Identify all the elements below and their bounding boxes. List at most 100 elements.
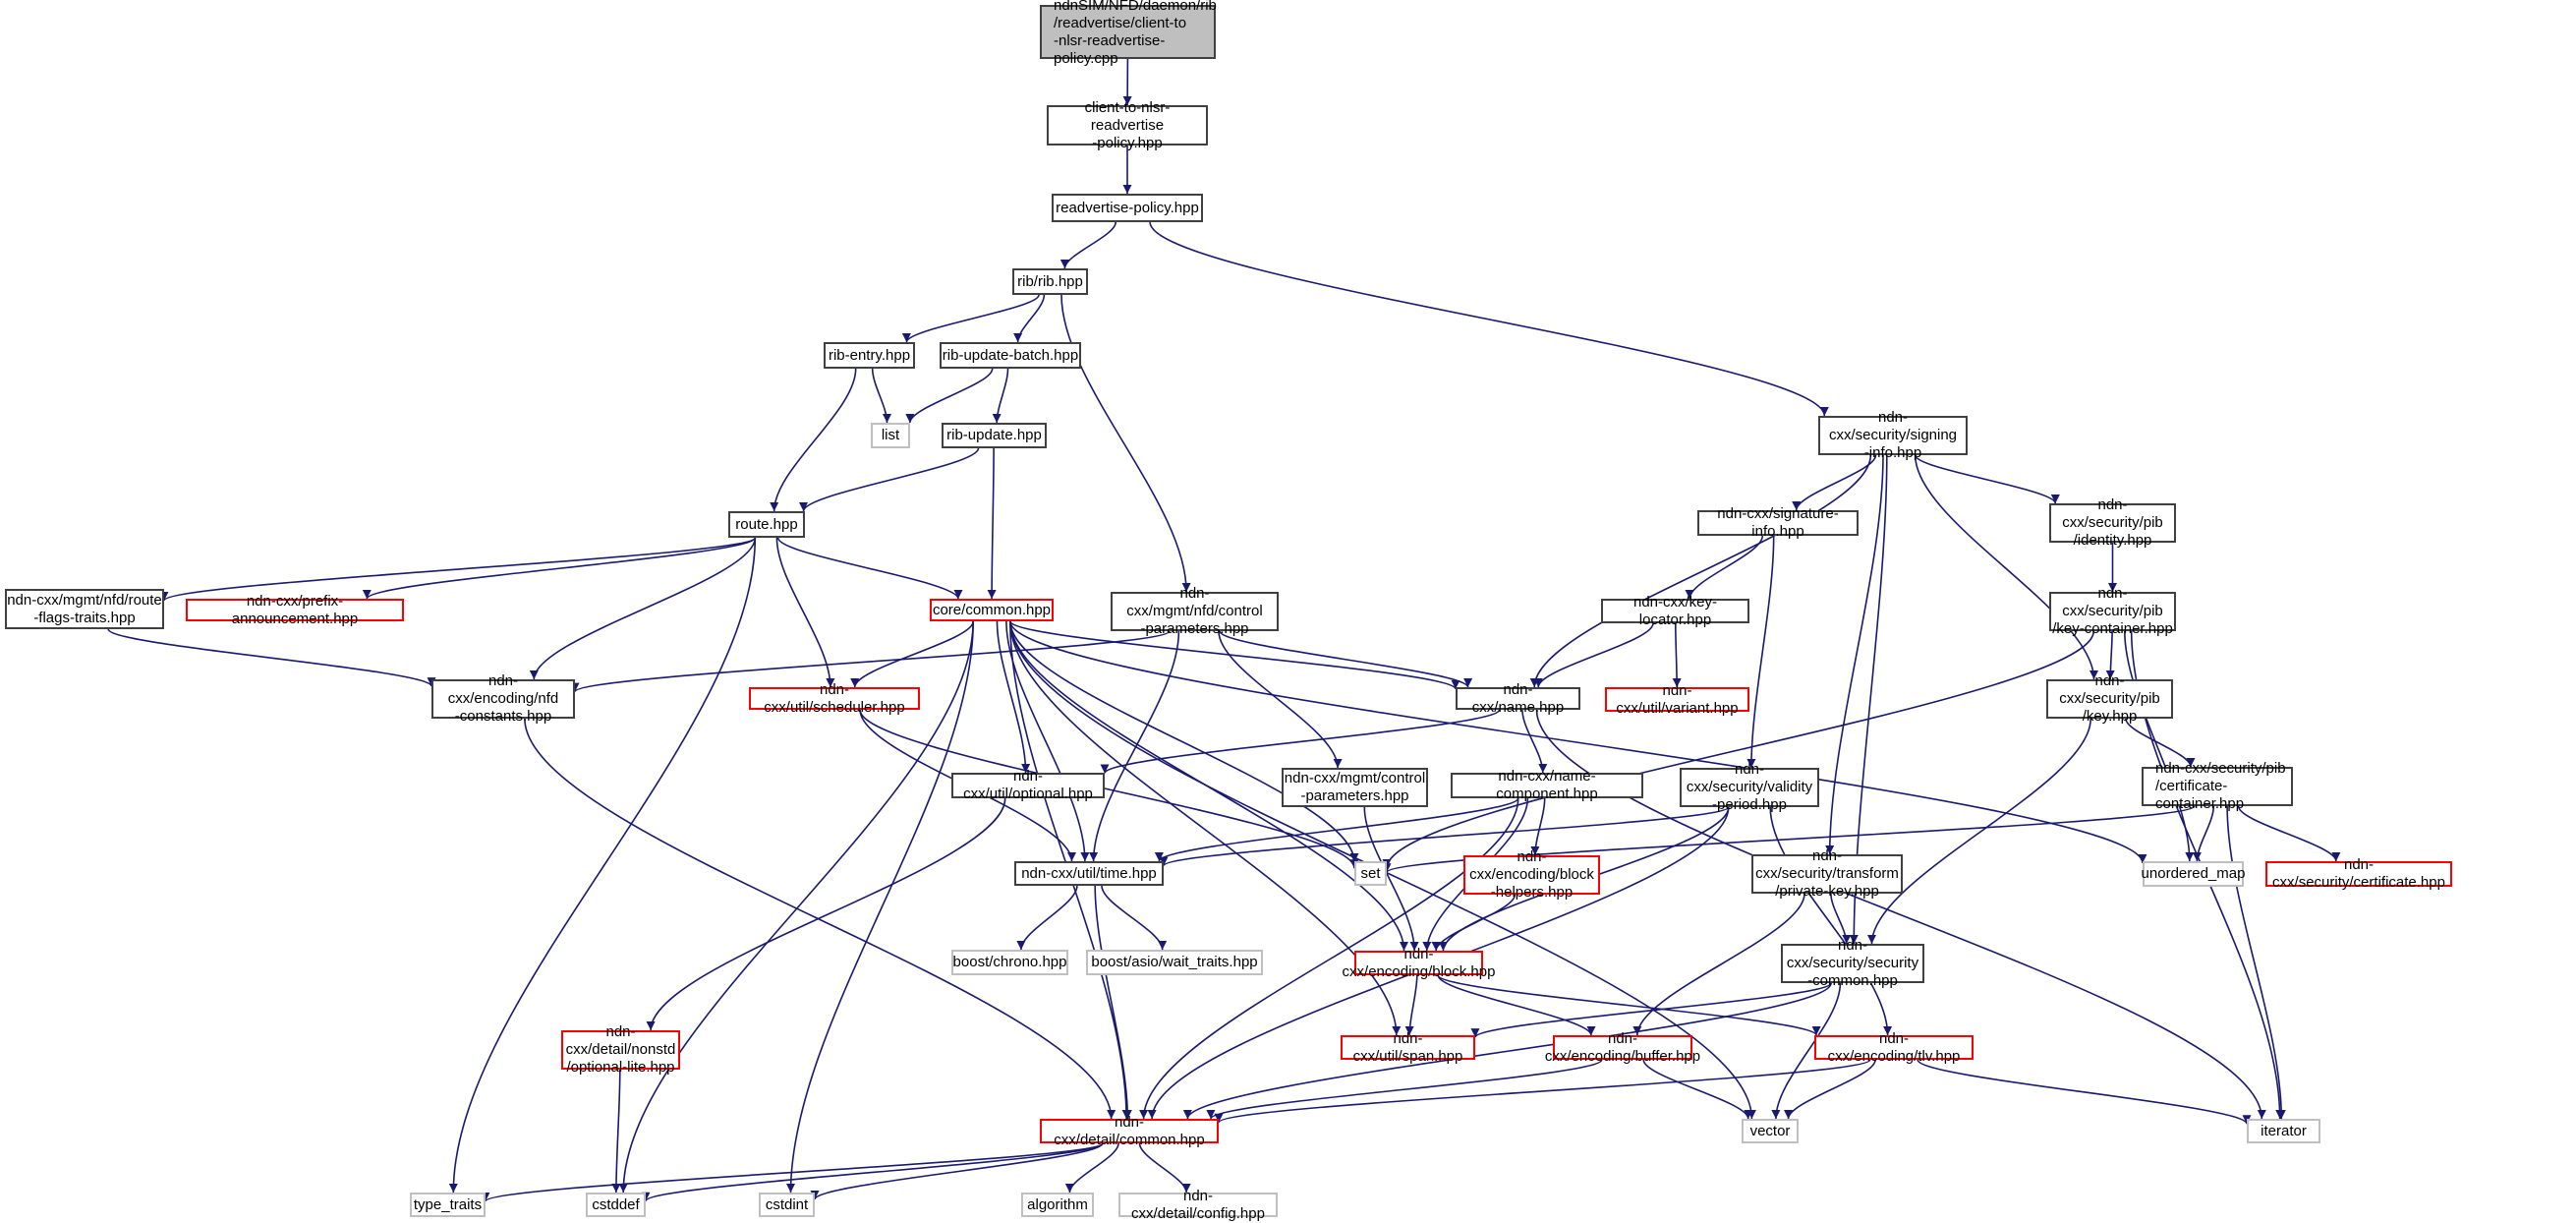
node-cstdint[interactable]: cstdint [759, 1193, 815, 1217]
edge-mgmt-ctrl-params-to-block [1363, 806, 1419, 952]
node-label: type_traits [413, 1195, 483, 1213]
edge-name-to-optional [1100, 709, 1501, 775]
edge-signing-info-to-signature-info [1792, 454, 1877, 511]
node-iterator[interactable]: iterator [2247, 1119, 2320, 1143]
node-label: ndn-cxx/detail/nonstd /optional-lite.hpp [565, 1023, 676, 1076]
node-label: ndn-cxx/key-locator.hpp [1632, 593, 1718, 628]
node-pib-key[interactable]: ndn-cxx/security/pib /key.hpp [2046, 672, 2173, 725]
edge-block-to-buffer [1437, 974, 1596, 1036]
node-nfd-ctrl-params[interactable]: ndn-cxx/mgmt/nfd/control -parameters.hpp [1111, 585, 1279, 637]
edge-route-to-prefix-ann [362, 537, 757, 600]
node-readv-policy[interactable]: readvertise-policy.hpp [1052, 194, 1203, 222]
edge-rib-update-to-core-common [987, 447, 997, 600]
node-validity-period[interactable]: ndn-cxx/security/validity -period.hpp [1680, 761, 1819, 813]
node-tlv[interactable]: ndn-cxx/encoding/tlv.hpp [1814, 1030, 1974, 1065]
node-type-traits[interactable]: type_traits [410, 1193, 486, 1217]
node-block[interactable]: ndn-cxx/encoding/block.hpp [1343, 946, 1496, 980]
node-set[interactable]: set [1354, 861, 1387, 886]
edge-detail-common-to-cstdint [810, 1142, 1104, 1200]
node-rib-entry[interactable]: rib-entry.hpp [824, 342, 915, 369]
node-route-flags[interactable]: ndn-cxx/mgmt/nfd/route -flags-traits.hpp [5, 589, 164, 629]
node-mgmt-ctrl-params[interactable]: ndn-cxx/mgmt/control -parameters.hpp [1282, 768, 1428, 807]
edge-key-locator-to-name [1533, 622, 1654, 688]
node-boost-wait[interactable]: boost/asio/wait_traits.hpp [1086, 950, 1263, 975]
node-list[interactable]: list [871, 423, 910, 448]
edge-key-container-to-set [1382, 630, 2094, 869]
node-algorithm[interactable]: algorithm [1021, 1193, 1094, 1217]
node-rib-update-batch[interactable]: rib-update-batch.hpp [940, 342, 1081, 369]
node-label: ndn-cxx/signature-info.hpp [1717, 505, 1839, 540]
node-config[interactable]: ndn-cxx/detail/config.hpp [1118, 1188, 1278, 1222]
node-name[interactable]: ndn-cxx/name.hpp [1456, 681, 1580, 716]
edge-core-common-to-name [1009, 620, 1460, 690]
node-unordered-map[interactable]: unordered_map [2142, 861, 2245, 887]
node-nonstd-optional[interactable]: ndn-cxx/detail/nonstd /optional-lite.hpp [561, 1023, 680, 1076]
edge-route-to-type-traits [448, 537, 757, 1194]
edge-core-common-to-optional [996, 620, 1031, 774]
node-time[interactable]: ndn-cxx/util/time.hpp [1014, 861, 1164, 886]
node-label: set [1360, 864, 1381, 882]
node-scheduler[interactable]: ndn-cxx/util/scheduler.hpp [749, 681, 920, 716]
node-label: ndn-cxx/encoding/tlv.hpp [1827, 1029, 1961, 1065]
edge-private-key-to-buffer [1632, 893, 1805, 1036]
edge-name-to-name-component [1521, 709, 1548, 774]
edges-layer [107, 58, 2341, 1202]
node-signing-info[interactable]: ndn-cxx/security/signing -info.hpp [1818, 409, 1968, 461]
edge-name-component-to-detail-common [1139, 797, 1519, 1120]
node-label: vector [1749, 1122, 1791, 1139]
node-client-hpp[interactable]: client-to-nlsr-readvertise -policy.hpp [1047, 99, 1208, 151]
node-buffer[interactable]: ndn-cxx/encoding/buffer.hpp [1545, 1030, 1700, 1065]
node-security-common[interactable]: ndn-cxx/security/security -common.hpp [1781, 937, 1924, 989]
node-detail-common[interactable]: ndn-cxx/detail/common.hpp [1040, 1114, 1219, 1148]
node-name-component[interactable]: ndn-cxx/name-component.hpp [1451, 768, 1643, 802]
edge-optional-to-nonstd-optional [646, 797, 1006, 1031]
edge-signing-info-to-private-key [1825, 454, 1884, 855]
edge-core-common-to-set [1009, 620, 1359, 863]
edge-route-to-nfd-constants [529, 537, 757, 680]
node-block-helpers[interactable]: ndn-cxx/encoding/block -helpers.hpp [1463, 848, 1600, 901]
edge-rib-entry-to-list [871, 368, 891, 424]
edge-cert-container-to-unordered-map [2192, 805, 2215, 862]
edge-key-container-to-pib-key [2105, 630, 2115, 680]
node-signature-info[interactable]: ndn-cxx/signature-info.hpp [1697, 505, 1859, 540]
node-pib-identity[interactable]: ndn-cxx/security/pib /identity.hpp [2049, 496, 2176, 549]
edge-core-common-to-span [1009, 620, 1402, 1036]
node-private-key[interactable]: ndn-cxx/security/transform /private-key.… [1751, 847, 1903, 900]
edge-route-to-scheduler [775, 537, 835, 688]
edge-security-common-to-detail-common [1182, 982, 1832, 1120]
node-optional[interactable]: ndn-cxx/util/optional.hpp [951, 768, 1105, 802]
node-span[interactable]: ndn-cxx/util/span.hpp [1341, 1030, 1475, 1065]
node-label: client-to-nlsr-readvertise -policy.hpp [1084, 98, 1171, 151]
edge-nfd-ctrl-params-to-name [1219, 630, 1472, 688]
edge-readv-policy-to-signing-info [1149, 221, 1829, 417]
node-label: ndn-cxx/security/validity -period.hpp [1686, 761, 1813, 813]
edge-buffer-to-vector [1642, 1059, 1753, 1120]
edge-detail-common-to-algorithm [1064, 1142, 1119, 1194]
node-rib-update[interactable]: rib-update.hpp [942, 423, 1047, 448]
node-label: ndn-cxx/security/pib /key-container.hpp [2052, 585, 2173, 637]
node-cstddef[interactable]: cstddef [586, 1193, 646, 1217]
node-boost-chrono[interactable]: boost/chrono.hpp [951, 950, 1068, 975]
node-route[interactable]: route.hpp [728, 511, 805, 538]
edge-time-to-detail-common [1094, 885, 1132, 1120]
node-label: ndn-cxx/mgmt/nfd/route -flags-traits.hpp [7, 591, 162, 626]
node-core-common[interactable]: core/common.hpp [930, 599, 1054, 621]
node-rib[interactable]: rib/rib.hpp [1012, 268, 1088, 295]
node-key-locator[interactable]: ndn-cxx/key-locator.hpp [1601, 594, 1749, 628]
node-nfd-constants[interactable]: ndn-cxx/encoding/nfd -constants.hpp [431, 672, 575, 725]
edge-detail-common-to-type-traits [481, 1142, 1104, 1202]
node-label: ndn-cxx/encoding/nfd -constants.hpp [447, 672, 559, 725]
node-vector[interactable]: vector [1742, 1119, 1799, 1143]
node-prefix-ann[interactable]: ndn-cxx/prefix-announcement.hpp [186, 593, 404, 627]
edge-core-common-to-cstddef [618, 620, 974, 1194]
node-label: ndn-cxx/security/pib /identity.hpp [2062, 496, 2163, 549]
node-label: ndn-cxx/security/transform /private-key.… [1755, 847, 1899, 900]
node-cert-container[interactable]: ndn-cxx/security/pib /certificate-contai… [2142, 760, 2293, 812]
edge-nfd-ctrl-params-to-mgmt-ctrl-params [1218, 630, 1343, 769]
edge-validity-period-to-time [1159, 806, 1730, 867]
node-certificate[interactable]: ndn-cxx/security/certificate.hpp [2265, 856, 2452, 891]
node-key-container[interactable]: ndn-cxx/security/pib /key-container.hpp [2049, 585, 2176, 637]
node-variant[interactable]: ndn-cxx/util/variant.hpp [1605, 682, 1749, 717]
edge-signature-info-to-key-locator [1685, 535, 1764, 600]
